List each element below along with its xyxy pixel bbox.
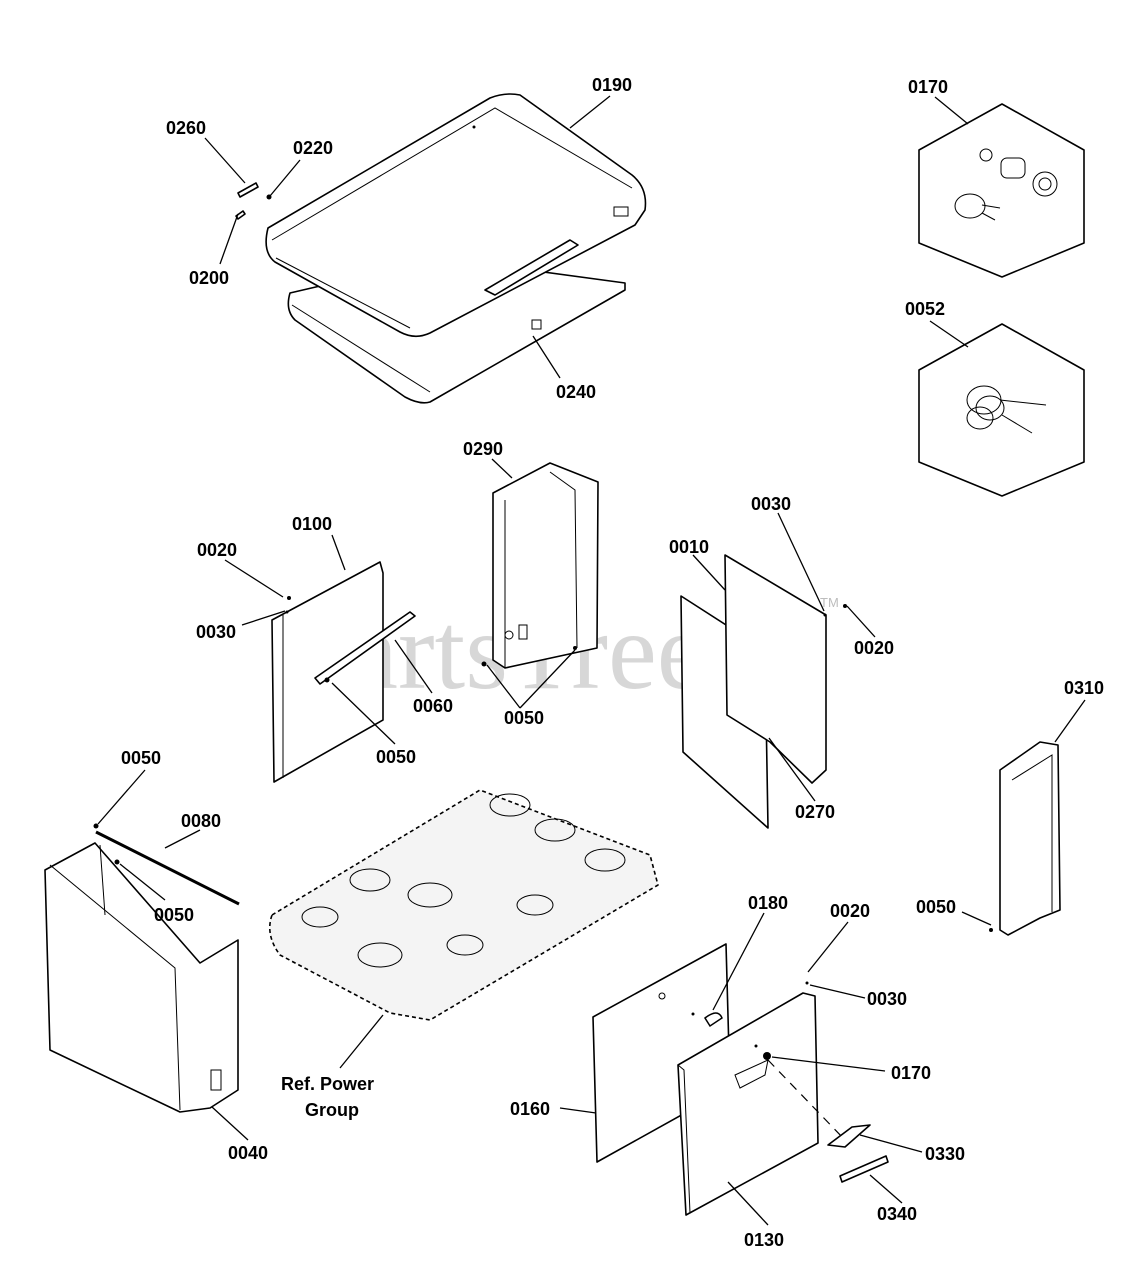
callout-0330: 0330 xyxy=(925,1144,965,1164)
callout-0200: 0200 xyxy=(189,268,229,288)
callout-0180: 0180 xyxy=(748,893,788,913)
part-0130-door[interactable] xyxy=(677,981,819,1216)
callout-0060: 0060 xyxy=(413,696,453,716)
small-fasteners-roof xyxy=(235,182,272,220)
callout-0290: 0290 xyxy=(463,439,503,459)
callout-0020-door: 0020 xyxy=(830,901,870,921)
callout-0050-mid-left: 0050 xyxy=(376,747,416,767)
callout-0270: 0270 xyxy=(795,802,835,822)
callout-0050-top-left: 0050 xyxy=(121,748,161,768)
part-0040-enclosure[interactable] xyxy=(44,842,239,1113)
callout-0260: 0260 xyxy=(166,118,206,138)
part-0190-roof[interactable] xyxy=(265,93,647,338)
callout-ref-power-line1: Ref. Power xyxy=(281,1074,374,1094)
callout-0040: 0040 xyxy=(228,1143,268,1163)
power-group-base xyxy=(269,789,659,1021)
callout-0190: 0190 xyxy=(592,75,632,95)
part-0330-handle[interactable] xyxy=(827,1124,871,1148)
part-0340-label[interactable] xyxy=(839,1155,889,1183)
part-0080-rod[interactable] xyxy=(95,830,240,906)
callout-0130: 0130 xyxy=(744,1230,784,1250)
hardware-dots xyxy=(93,596,993,932)
callout-0220: 0220 xyxy=(293,138,333,158)
part-0170-lock-kit[interactable] xyxy=(918,103,1085,278)
callout-0100: 0100 xyxy=(292,514,332,534)
callout-0240: 0240 xyxy=(556,382,596,402)
callout-0170-door: 0170 xyxy=(891,1063,931,1083)
callout-0020-left: 0020 xyxy=(197,540,237,560)
leader-lines xyxy=(97,95,1086,1226)
callout-0340: 0340 xyxy=(877,1204,917,1224)
callout-0160: 0160 xyxy=(510,1099,550,1119)
callout-0080: 0080 xyxy=(181,811,221,831)
callout-0052: 0052 xyxy=(905,299,945,319)
callout-0050-center: 0050 xyxy=(504,708,544,728)
callout-0030-door: 0030 xyxy=(867,989,907,1009)
part-0052-keys[interactable] xyxy=(918,323,1085,497)
callout-0010: 0010 xyxy=(669,537,709,557)
callout-0050-lower-left: 0050 xyxy=(154,905,194,925)
assembly-line xyxy=(767,1059,846,1141)
callout-0170-top: 0170 xyxy=(908,77,948,97)
part-0180-latch[interactable] xyxy=(691,1012,723,1028)
part-0060-bracket[interactable] xyxy=(314,611,416,685)
callout-ref-power-line2: Group xyxy=(305,1100,359,1120)
callout-0310: 0310 xyxy=(1064,678,1104,698)
callout-labels: 0190 0260 0220 0200 0240 0170 0052 0290 … xyxy=(121,75,1104,1250)
callout-0050-right: 0050 xyxy=(916,897,956,917)
callout-0030-left: 0030 xyxy=(196,622,236,642)
callout-0020-right: 0020 xyxy=(854,638,894,658)
part-0290-rear-panel[interactable] xyxy=(492,462,599,669)
watermark-trademark: TM xyxy=(820,595,839,610)
callout-0030-right: 0030 xyxy=(751,494,791,514)
part-0310-corner-panel[interactable] xyxy=(999,741,1061,936)
